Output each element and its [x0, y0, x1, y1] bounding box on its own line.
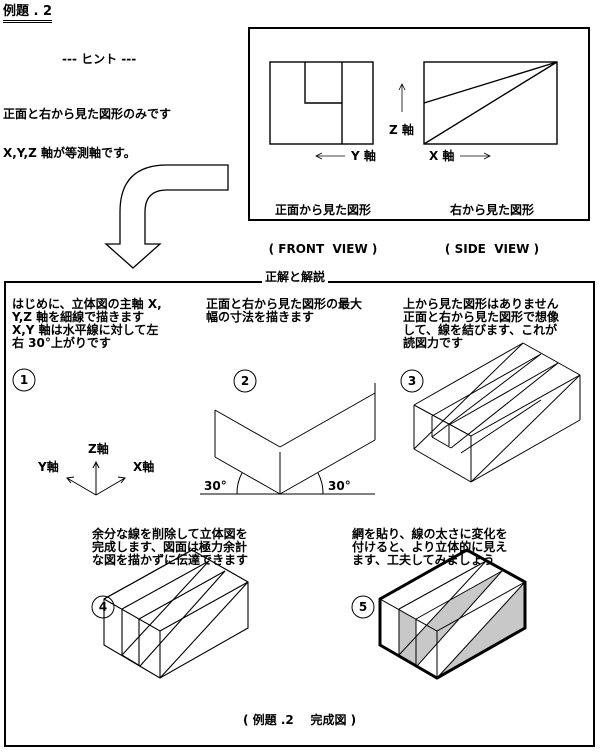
front-view-caption: 正面から見た図形 ( FRONT VIEW ) [258, 178, 388, 269]
side-view-drawing [423, 61, 558, 145]
side-view-caption-1: 右から見た図形 [449, 203, 534, 217]
step1-axes-drawing [66, 460, 126, 496]
side-view-caption-2: ( SIDE VIEW ) [444, 242, 540, 256]
page-title: 例題 . 2 [3, 0, 53, 23]
front-view-caption-2: ( FRONT VIEW ) [268, 242, 378, 256]
hint-text: 正面と右から見た図形のみです X,Y,Z 軸が等測軸です。 [3, 82, 171, 173]
hint-line-1: 正面と右から見た図形のみです [3, 107, 172, 121]
step2-text: 正面と右から見た図形の最大 幅の寸法を描きます [206, 297, 363, 324]
step1-x-label: X軸 [133, 460, 155, 474]
hint-axis-arrows [315, 83, 491, 160]
bent-arrow-icon [104, 164, 229, 269]
step3-text: 上から見た図形はありません 正面と右から見た図形で想像 して、線を結びます、これ… [403, 297, 560, 350]
step1-y-label: Y軸 [38, 460, 59, 474]
step4-text: 余分な線を削除して立体図を 完成します、図面は極力余計 な図を描かずに伝達できま… [92, 527, 249, 567]
step2-angle-left: 30° [204, 479, 227, 493]
hint-heading: --- ヒント --- [62, 52, 137, 66]
x-axis-label: X 軸 [429, 149, 455, 163]
step2-number: 2 [240, 374, 250, 388]
step1-number: 1 [19, 373, 29, 387]
step4-drawing [103, 549, 249, 679]
front-view-caption-1: 正面から見た図形 [274, 203, 371, 217]
step1-circle [12, 368, 36, 392]
step3-circle [400, 369, 424, 393]
step3-number: 3 [407, 374, 417, 388]
hint-line-2: X,Y,Z 軸が等測軸です。 [3, 146, 136, 160]
step5-circle [351, 595, 375, 619]
side-view-caption: 右から見た図形 ( SIDE VIEW ) [427, 178, 557, 269]
completed-figure-caption: ( 例題 .2 完成図 ) [243, 713, 357, 727]
step5-number: 5 [358, 600, 368, 614]
step4-circle [91, 595, 115, 619]
step2-circle [233, 369, 257, 393]
step2-drawing [200, 383, 376, 495]
step5-text: 網を貼り、線の太さに変化を 付けると、より立体的に見え ます、工夫してみましょう [352, 527, 508, 567]
y-axis-label: Y 軸 [351, 149, 376, 163]
orthographic-views-box [248, 27, 590, 221]
step5-drawing [378, 548, 527, 680]
front-view-drawing [269, 61, 374, 145]
step1-z-label: Z軸 [88, 442, 109, 456]
step4-number: 4 [98, 600, 108, 614]
step1-text: はじめに、立体図の主軸 X, Y,Z 軸を細線で描きます X,Y 軸は水平線に対… [12, 297, 162, 350]
z-axis-label: Z 軸 [389, 123, 414, 137]
step3-drawing [413, 342, 581, 483]
step2-angle-right: 30° [328, 479, 351, 493]
answer-heading: 正解と解説 [262, 268, 329, 285]
